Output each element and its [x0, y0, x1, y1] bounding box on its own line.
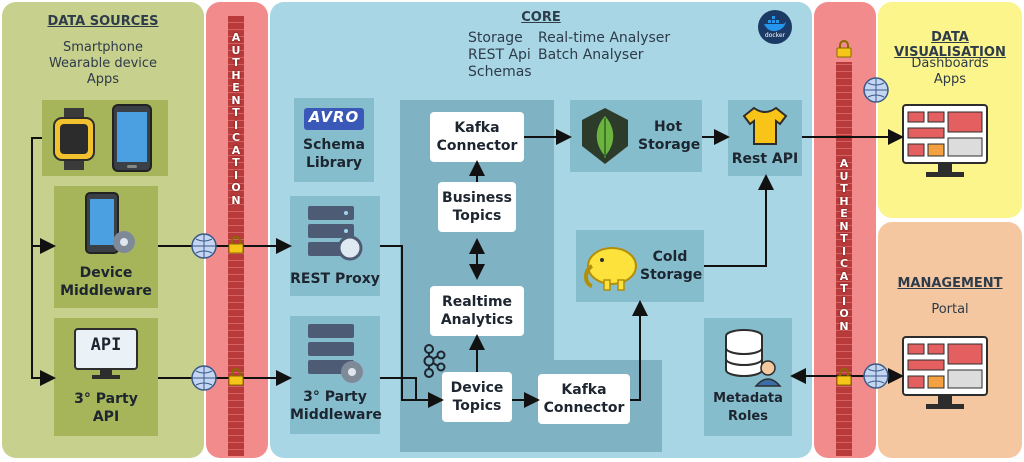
tshirt-icon	[742, 106, 788, 145]
rest-proxy-label: REST Proxy	[290, 271, 380, 287]
data-sources-subtitle: Smartphone Wearable device Apps	[48, 40, 158, 87]
auth-letter: I	[841, 244, 847, 258]
auth-letter: C	[839, 257, 849, 270]
management-title: MANAGEMENT	[897, 276, 1003, 291]
auth-letter: O	[839, 307, 849, 320]
docker-badge: docker	[758, 10, 792, 44]
auth-letter: N	[231, 193, 241, 207]
device-middleware-box: Device Middleware	[54, 186, 158, 308]
avro-logo: AVRO	[304, 108, 364, 130]
globe-icon-4	[863, 363, 889, 389]
auth-letter: A	[839, 157, 849, 170]
realtime-analytics-box: Realtime Analytics	[430, 286, 524, 336]
mobile-gear-icon	[85, 192, 135, 254]
hot-storage-box: Hot Storage	[570, 100, 702, 172]
hadoop-elephant-icon	[584, 247, 637, 291]
core-features-right: Real-time Analyser Batch Analyser	[538, 30, 671, 63]
kafka-connector-bottom: Kafka Connector	[538, 374, 630, 424]
auth-letter: H	[839, 194, 849, 208]
docker-whale-icon	[764, 16, 786, 32]
lock-icon-3	[836, 40, 852, 58]
docker-label: docker	[764, 32, 786, 39]
rest-api-label: Rest API	[731, 151, 799, 167]
third-party-api-box: API 3° Party API	[54, 318, 158, 436]
auth-letter: I	[233, 168, 239, 182]
auth-letter: T	[840, 232, 848, 245]
dashboard-monitor-icon-bottom	[902, 336, 988, 409]
business-topics-box: Business Topics	[438, 182, 516, 232]
auth-letter: A	[231, 143, 241, 157]
core-features-left: Storage REST Api Schemas	[468, 30, 532, 80]
kafka-connector-top: Kafka Connector	[430, 112, 524, 162]
globe-icon-2	[191, 365, 217, 391]
server-icon	[308, 206, 363, 261]
rest-proxy-box: REST Proxy	[290, 196, 380, 296]
schema-library-label: Schema Library	[303, 137, 365, 171]
lock-icon-1	[228, 236, 244, 254]
globe-icon-1	[191, 233, 217, 259]
smartwatch-icon	[53, 108, 95, 170]
core-title: CORE	[521, 10, 561, 25]
auth-letter: T	[840, 282, 848, 295]
device-topics-box: Device Topics	[442, 372, 512, 422]
api-monitor-icon	[74, 328, 138, 379]
globe-icon-3	[863, 77, 889, 103]
auth-letter: T	[232, 56, 240, 69]
cold-storage-label: Cold Storage	[640, 249, 703, 283]
metadata-roles-label: Metadata Roles	[713, 391, 783, 424]
wearables-box	[42, 100, 168, 176]
auth-letter: C	[231, 131, 241, 144]
api-badge: API	[90, 335, 122, 355]
lock-icon-4	[836, 368, 852, 386]
auth-letter: T	[232, 106, 240, 119]
auth-letter: A	[231, 31, 241, 44]
auth-letter: E	[840, 207, 848, 220]
hot-storage-label: Hot Storage	[638, 119, 701, 153]
firewall-wall-right	[836, 62, 852, 456]
lock-icon-2	[228, 368, 244, 386]
kafka-logo-icon	[423, 344, 446, 378]
server-gear-icon	[308, 324, 363, 383]
smartphone-icon	[112, 104, 152, 172]
auth-letter: A	[839, 269, 849, 283]
auth-letter: U	[231, 43, 241, 57]
auth-letter: H	[231, 68, 241, 82]
auth-letter: T	[840, 182, 848, 195]
auth-letter: N	[839, 219, 849, 233]
third-party-middleware-label: 3° Party Middleware	[290, 389, 382, 423]
auth-letter: E	[232, 81, 240, 94]
rest-api-box: Rest API	[728, 100, 802, 176]
data-visualisation-title: DATA VISUALISATION	[894, 30, 1006, 60]
auth-letter: N	[231, 93, 241, 107]
cold-storage-box: Cold Storage	[576, 230, 704, 302]
auth-letter: O	[231, 181, 241, 194]
auth-letter: T	[232, 156, 240, 169]
auth-letter: I	[233, 118, 239, 132]
third-party-api-label: 3° Party API	[74, 391, 138, 425]
third-party-middleware-box: 3° Party Middleware	[290, 316, 382, 434]
mongodb-leaf-icon	[582, 108, 628, 164]
data-visualisation-subtitle: Dashboards Apps	[911, 56, 989, 87]
management-subtitle: Portal	[931, 302, 969, 317]
device-middleware-label: Device Middleware	[60, 265, 152, 299]
database-user-icon	[725, 329, 782, 387]
auth-letter: N	[839, 319, 849, 333]
metadata-roles-box: Metadata Roles	[704, 318, 792, 436]
auth-letter: I	[841, 294, 847, 308]
auth-letter: U	[839, 169, 849, 183]
schema-library-box: AVRO Schema Library	[294, 98, 374, 182]
data-sources-title: DATA SOURCES	[47, 14, 159, 29]
